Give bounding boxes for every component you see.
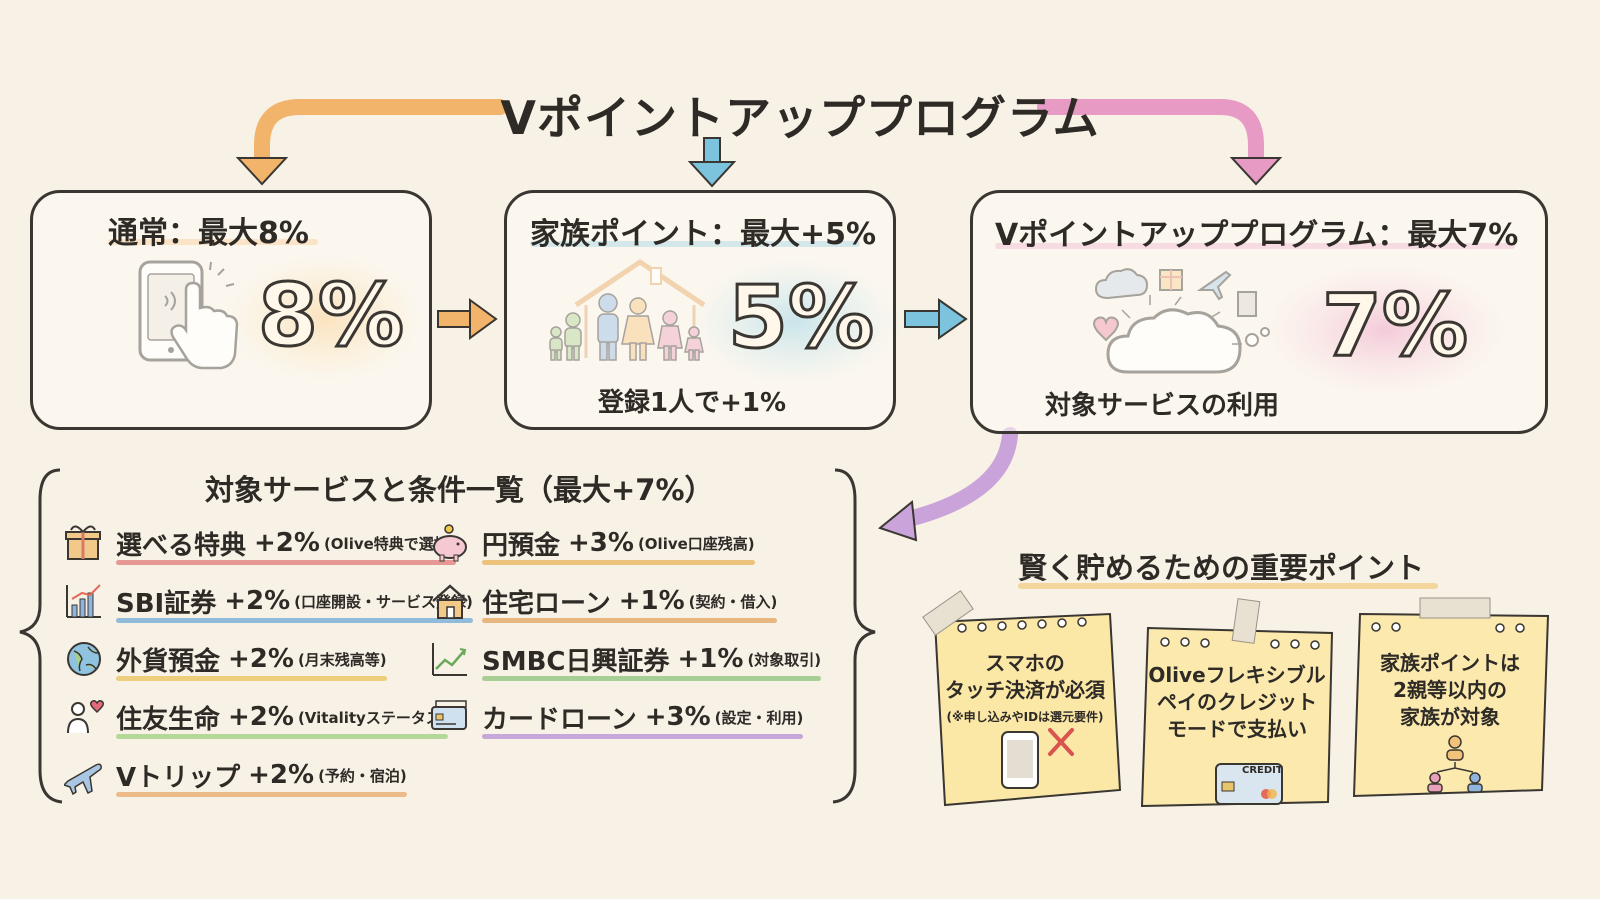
credit-card-icon xyxy=(430,697,470,741)
sticky-note-3 xyxy=(1352,597,1550,798)
note-3-text: 家族ポイントは 2親等以内の 家族が対象 xyxy=(1380,651,1520,729)
title-arrow-left xyxy=(235,99,508,186)
card-normal-percent: 8% xyxy=(256,265,405,368)
service-percent: +2% xyxy=(248,760,315,790)
note-2-card-label: CREDIT xyxy=(1242,765,1283,776)
service-name: 住宅ローン xyxy=(482,588,611,619)
note-credit-card-icon xyxy=(1215,763,1283,805)
service-name: SMBC日興証券 xyxy=(482,646,670,677)
points-title: 賢く貯めるための重要ポイント xyxy=(1018,551,1425,585)
service-percent: +2% xyxy=(228,702,294,732)
service-percent: +2% xyxy=(228,644,294,674)
service-item: 外貨預金+2%(月末残高等) xyxy=(116,636,387,682)
service-condition: (Vitalityステータス) xyxy=(297,708,448,727)
service-name: 選べる特典 xyxy=(116,530,247,561)
phone-tap-cross-icon xyxy=(1001,728,1074,789)
trend-chart-icon xyxy=(430,639,470,683)
airplane-icon xyxy=(62,755,104,799)
service-underline xyxy=(116,792,407,797)
service-underline xyxy=(116,618,473,623)
house-icon xyxy=(430,581,470,625)
piggy-bank-icon xyxy=(430,523,470,567)
person-heart-icon xyxy=(64,697,104,741)
note-1-sub: (※申し込みやIDは選元要件) xyxy=(946,710,1104,724)
arrow-card3-to-services xyxy=(877,427,1018,542)
service-item: 住友生命+2%(Vitalityステータス) xyxy=(116,694,448,740)
card-family-percent: 5% xyxy=(726,267,875,370)
service-name: 円預金 xyxy=(482,530,561,561)
service-item: 円預金+3%(Olive口座残高) xyxy=(482,520,755,566)
arrow-card1-to-card2 xyxy=(437,298,498,340)
service-underline xyxy=(116,676,387,681)
right-brace xyxy=(832,468,876,804)
service-underline xyxy=(482,676,822,681)
title-arrow-right xyxy=(1037,99,1283,186)
service-condition: (設定・利用) xyxy=(714,708,804,727)
service-condition: (予約・宿泊) xyxy=(318,766,407,785)
service-condition: (Olive特典で選択) xyxy=(323,534,456,553)
service-condition: (契約・借入) xyxy=(688,592,778,611)
service-percent: +3% xyxy=(644,702,711,732)
service-condition: (Olive口座残高) xyxy=(637,534,755,553)
card-vpoint-up xyxy=(970,190,1548,434)
gift-icon xyxy=(64,523,104,567)
main-title: Vポイントアッププログラム xyxy=(500,91,1100,145)
card-vpoint-up-title: Vポイントアッププログラム：最大7% xyxy=(995,218,1519,253)
service-underline xyxy=(116,734,448,739)
service-item: カードローン+3%(設定・利用) xyxy=(482,694,803,740)
services-title: 対象サービスと条件一覧（最大+7%） xyxy=(205,473,714,507)
service-condition: (月末残高等) xyxy=(297,650,387,669)
service-name: SBI証券 xyxy=(116,588,217,619)
family-tree-icon xyxy=(1427,735,1483,793)
left-brace xyxy=(19,468,63,804)
note-2-text: Oliveフレキシブル ペイのクレジット モードで支払い xyxy=(1148,663,1326,741)
service-underline xyxy=(482,734,804,739)
arrow-card2-to-card3 xyxy=(904,298,968,340)
service-item: 選べる特典+2%(Olive特典で選択) xyxy=(116,520,456,566)
service-name: 外貨預金 xyxy=(116,646,221,677)
card-normal xyxy=(30,190,432,430)
card-normal-title: 通常：最大8% xyxy=(108,216,309,251)
service-underline xyxy=(482,618,778,623)
card-vpoint-up-percent: 7% xyxy=(1320,275,1469,378)
service-percent: +2% xyxy=(224,586,291,616)
card-family-title: 家族ポイント：最大+5% xyxy=(530,217,877,252)
service-percent: +2% xyxy=(254,528,320,558)
service-name: 住友生命 xyxy=(116,704,221,735)
service-percent: +3% xyxy=(568,528,634,558)
service-item: Vトリップ+2%(予約・宿泊) xyxy=(116,752,407,798)
card-vpoint-up-sub: 対象サービスの利用 xyxy=(1045,391,1280,421)
service-item: SBI証券+2%(口座開設・サービス登録) xyxy=(116,578,473,624)
service-item: 住宅ローン+1%(契約・借入) xyxy=(482,578,777,624)
service-name: カードローン xyxy=(482,704,637,735)
service-item: SMBC日興証券+1%(対象取引) xyxy=(482,636,821,682)
service-condition: (対象取引) xyxy=(747,650,822,669)
service-percent: +1% xyxy=(677,644,744,674)
card-family xyxy=(504,190,896,430)
service-name: Vトリップ xyxy=(116,762,241,793)
service-percent: +1% xyxy=(618,586,685,616)
title-arrow-down xyxy=(687,137,737,188)
bar-chart-icon xyxy=(64,581,104,625)
service-underline xyxy=(116,560,456,565)
sticky-note-1 xyxy=(922,590,1122,807)
service-condition: (口座開設・サービス登録) xyxy=(294,592,473,611)
globe-icon xyxy=(64,639,104,683)
service-underline xyxy=(482,560,755,565)
note-1-text: スマホの タッチ決済が必須 xyxy=(945,651,1105,702)
card-family-sub: 登録1人で+1% xyxy=(598,388,787,418)
sticky-note-2 xyxy=(1140,598,1334,808)
